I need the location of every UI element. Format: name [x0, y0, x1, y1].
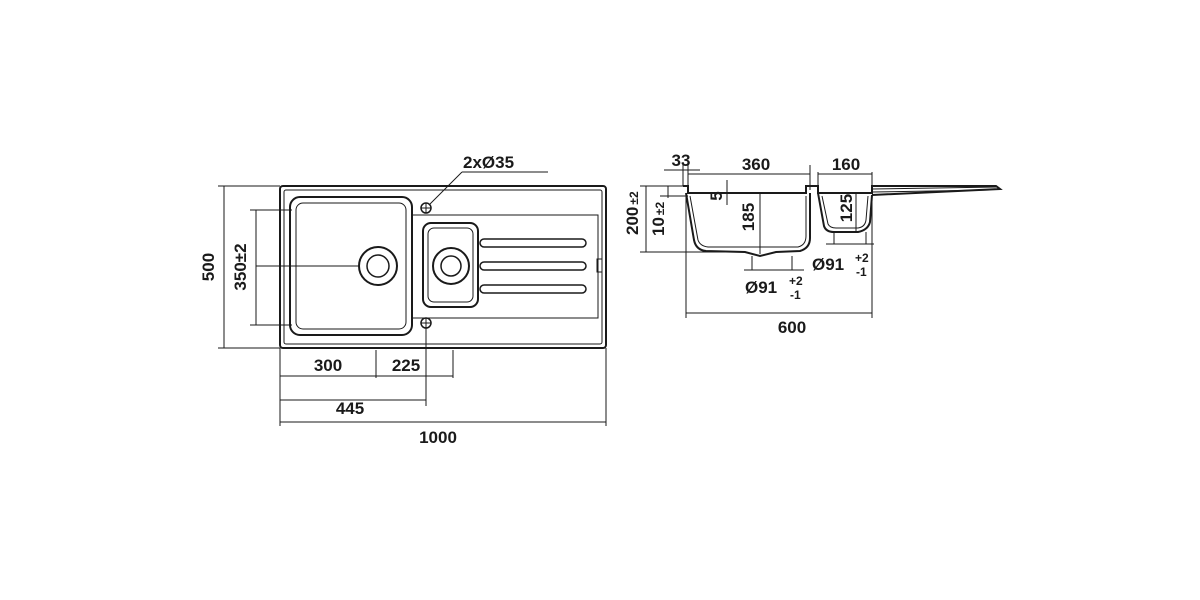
waste-main-tol-minus: -1 — [790, 288, 801, 302]
drainer-grooves — [479, 238, 587, 294]
sink-outline — [279, 185, 607, 349]
overall-depth-label: 600 — [778, 318, 806, 337]
overall-width-label: 1000 — [419, 428, 457, 447]
waste-main-tol-plus: +2 — [789, 274, 803, 288]
drainer-board — [412, 214, 599, 319]
section-view: 33 360 160 5 185 125 200±2 10±2 Ø91 — [623, 151, 1003, 337]
small-bowl-waste-inner — [440, 255, 462, 277]
small-bowl-depth-label: 125 — [837, 194, 856, 222]
small-bowl-width-label: 225 — [392, 356, 420, 375]
small-bowl-profile — [817, 192, 873, 233]
overall-height-label: 200±2 — [623, 191, 642, 235]
sink-inner-outline — [283, 189, 603, 345]
main-bowl-depth-label: 185 — [739, 203, 758, 231]
waste-main-dia: Ø91 — [745, 278, 777, 297]
overall-height-tolerance: ±2 — [627, 191, 641, 205]
small-bowl-inner — [427, 227, 474, 303]
waste-main-label: Ø91 — [745, 278, 777, 297]
main-bowl-width-label: 360 — [742, 155, 770, 174]
plan-view: 2xØ35 500 350±2 300 225 445 1000 — [199, 153, 607, 447]
waste-small-tol-minus: -1 — [856, 265, 867, 279]
tap-hole-label: 2xØ35 — [463, 153, 514, 172]
height-overall-label: 500 — [199, 253, 218, 281]
main-bowl-profile — [685, 192, 811, 258]
main-bowl-waste — [358, 246, 398, 286]
small-bowl-waste — [432, 247, 470, 285]
overflow-slot — [596, 258, 603, 273]
bowl-area-width-label: 445 — [336, 399, 364, 418]
rim-height-tolerance: ±2 — [653, 201, 667, 215]
rim-depth-label: 5 — [707, 191, 726, 200]
rim-width-label: 33 — [672, 151, 691, 170]
waste-small-tol-plus: +2 — [855, 251, 869, 265]
main-bowl-waste-inner — [366, 254, 390, 278]
rim-height-value: 10 — [649, 217, 668, 236]
small-bowl-width-label: 160 — [832, 155, 860, 174]
waste-small-dia: Ø91 — [812, 255, 844, 274]
overall-height-value: 200 — [623, 207, 642, 235]
bowl-width-label: 300 — [314, 356, 342, 375]
waste-small-label: Ø91 — [812, 255, 844, 274]
small-bowl — [422, 222, 479, 308]
drainer-hatch — [871, 186, 999, 193]
bowl-height-label: 350±2 — [231, 243, 250, 290]
rim-height-label: 10±2 — [649, 201, 668, 236]
